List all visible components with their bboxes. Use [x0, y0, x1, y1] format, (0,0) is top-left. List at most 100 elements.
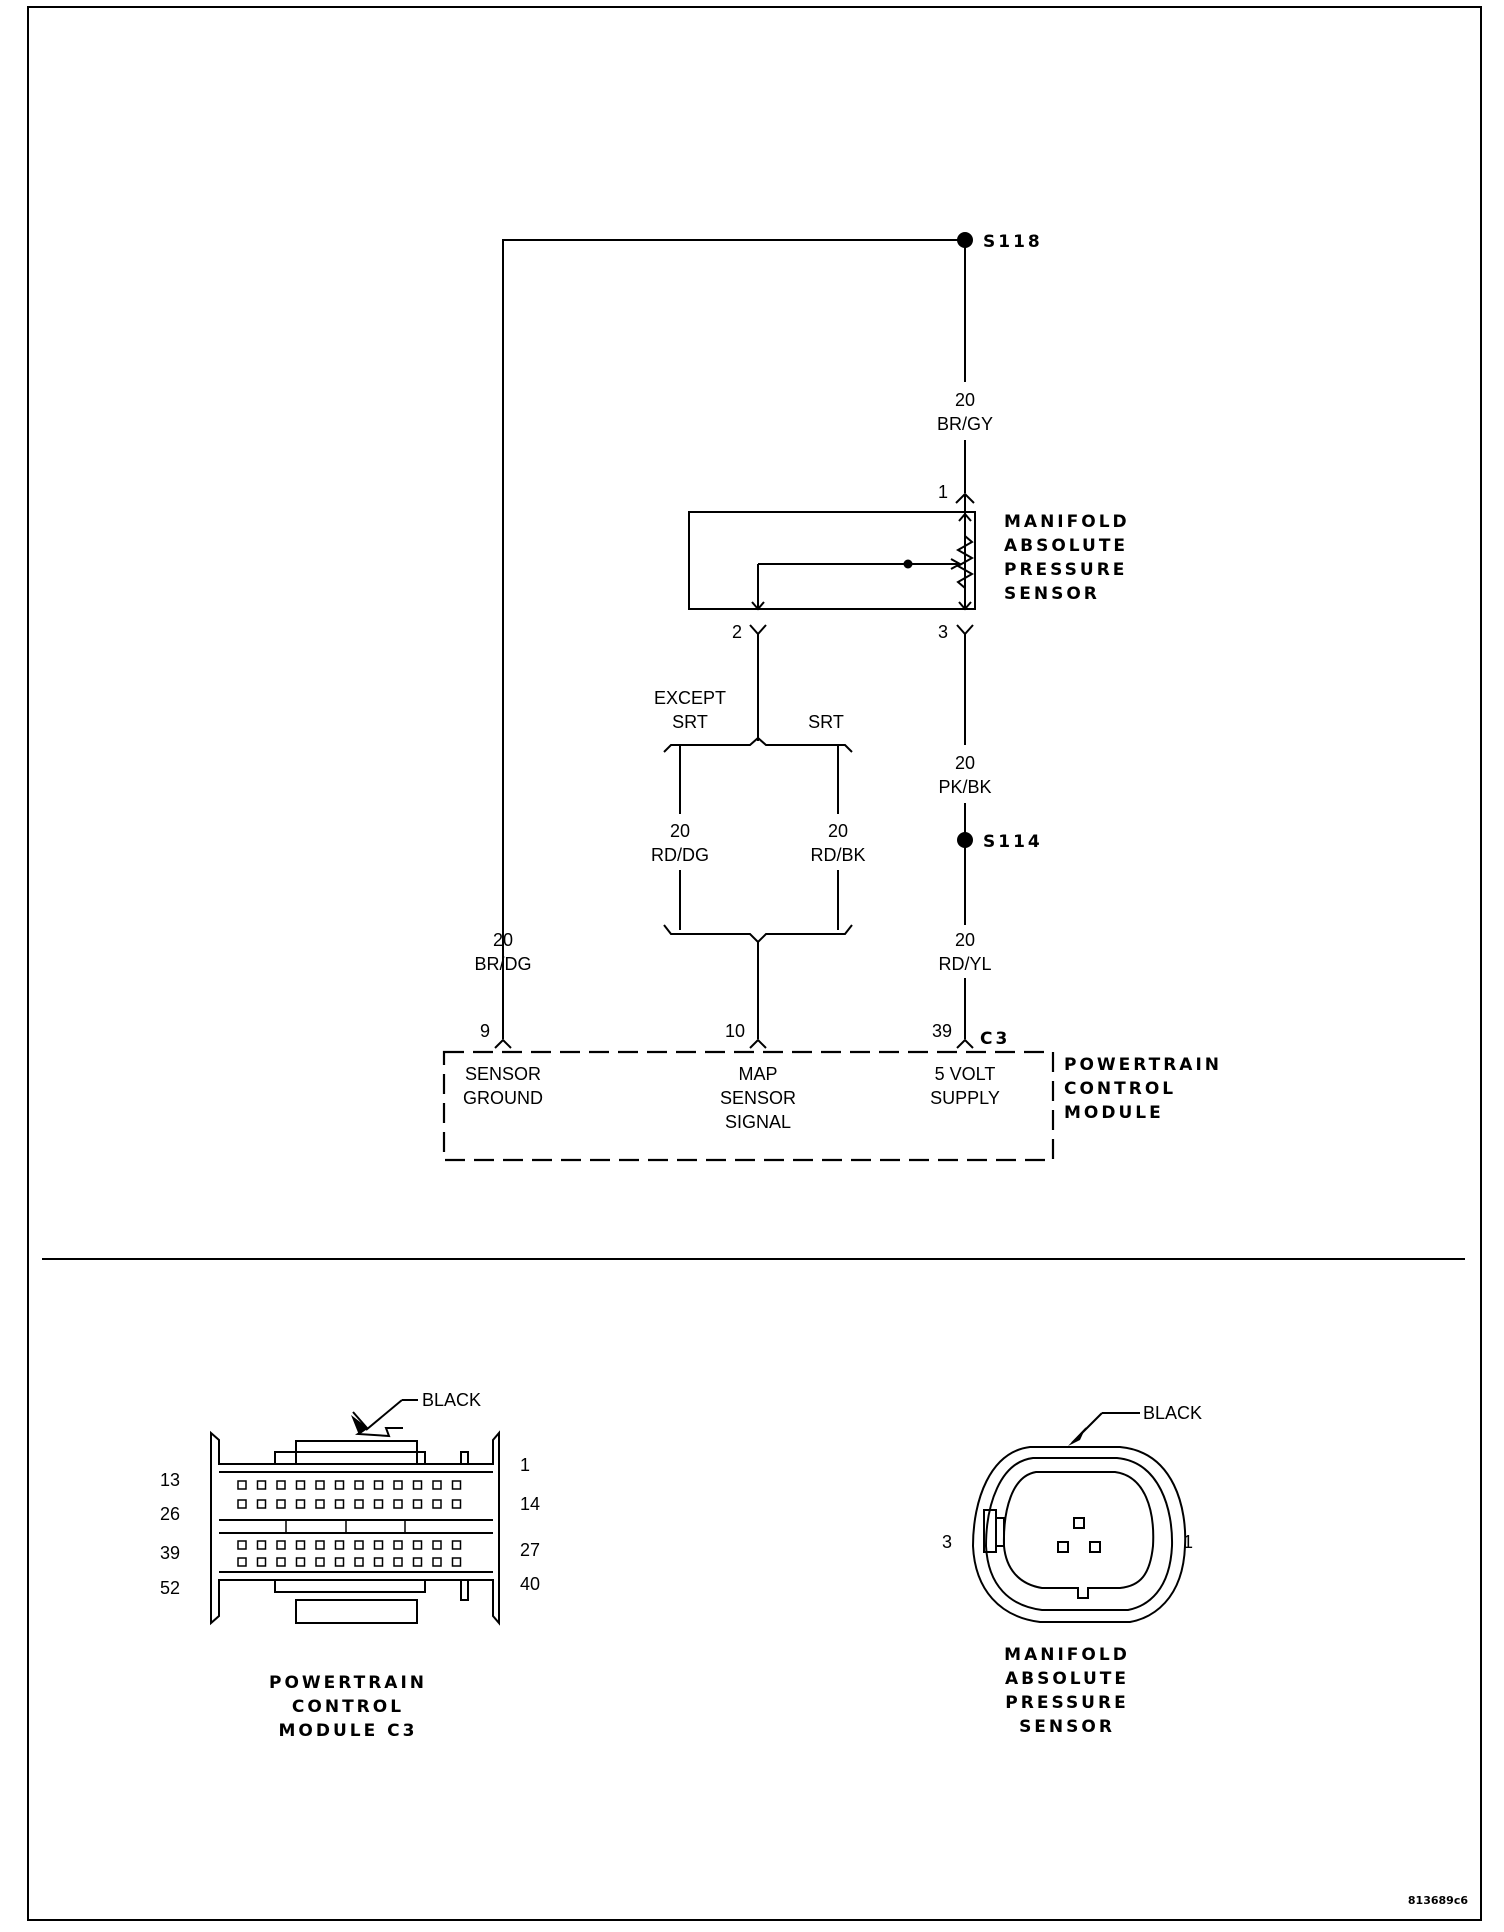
pcm-title-1: POWERTRAIN	[1064, 1055, 1222, 1075]
pcm-c3-pin-cavity	[256, 1499, 267, 1509]
pcm-c3-pin-cavity	[393, 1540, 403, 1550]
pcm-c3-pin-cavity	[315, 1480, 325, 1490]
pcm-c3-pin-cavity	[354, 1480, 364, 1490]
pcm-c3-pin-cavity	[256, 1480, 267, 1490]
wire-except-srt-gauge: 20	[670, 821, 690, 841]
wire-s114-pcm-color: RD/YL	[938, 954, 991, 974]
map-conn-pointer-head	[1068, 1427, 1086, 1446]
map-conn-outer-shell	[971, 1446, 1187, 1623]
pcm-c3-pin-cavity	[237, 1540, 247, 1550]
map-conn-pin-label-1: 1	[1183, 1532, 1193, 1552]
variant-bracket-top	[663, 736, 853, 753]
pcm-c3-pin-cavity	[315, 1499, 325, 1509]
pcm-signal-line1: MAP	[738, 1064, 777, 1084]
pcm-c3-pin-cavity	[334, 1499, 345, 1509]
pcm-c3-title-3: MODULE C3	[279, 1721, 418, 1741]
pcm-pin-39: 39	[932, 1021, 952, 1041]
pcm-signal-line3: SIGNAL	[725, 1112, 791, 1132]
pcm-c3-pin-cavity	[334, 1540, 345, 1550]
pcm-c3-pin-cavity	[256, 1557, 267, 1567]
sensor-arrow-top	[958, 512, 972, 522]
pcm-c3-top-latch-base	[274, 1451, 426, 1465]
page-frame	[27, 6, 1482, 1921]
pcm-c3-pin-cavity	[354, 1557, 364, 1567]
pcm-c3-pin-13: 13	[160, 1470, 180, 1490]
map-conn-title-1: MANIFOLD	[1004, 1645, 1130, 1665]
pcm-c3-pin-cavity	[393, 1557, 403, 1567]
map-sensor-title-1: MANIFOLD	[1004, 512, 1130, 532]
map-sensor-title-4: SENSOR	[1004, 584, 1100, 604]
pcm-c3-pin-26: 26	[160, 1504, 180, 1524]
pcm-c3-pin-cavity	[451, 1540, 462, 1550]
splice-s114-label: S114	[983, 832, 1043, 852]
map-conn-latch-inner	[995, 1517, 1005, 1547]
pcm-c3-pin-cavity	[451, 1499, 462, 1509]
pcm-c3-pin-cavity	[432, 1499, 442, 1509]
pcm-c3-bottom-latch-base	[274, 1579, 426, 1593]
pcm-c3-pin-cavity	[451, 1480, 462, 1490]
pcm-c3-pin-cavity	[237, 1557, 247, 1567]
pcm-c3-pin-cavity	[373, 1540, 384, 1550]
pcm-title-2: CONTROL	[1064, 1079, 1176, 1099]
map-pin-3: 3	[938, 622, 948, 642]
wire-s118-sensor-color: BR/GY	[937, 414, 993, 434]
map-conn-inner-shell	[984, 1457, 1174, 1611]
pcm-c3-pin-cavity	[276, 1540, 286, 1550]
pcm-c3-key-top	[460, 1451, 469, 1465]
wiper-dot	[903, 559, 913, 569]
pin3-connector-symbol	[956, 624, 974, 636]
pcm-c3-pin-cavity	[295, 1480, 306, 1490]
pcm-c3-pin-39: 39	[160, 1543, 180, 1563]
wiper-arrow	[950, 558, 963, 570]
pcm-c3-pin-cavity	[276, 1480, 286, 1490]
pcm-pin-9: 9	[480, 1021, 490, 1041]
pcm-signal-line2: SENSOR	[720, 1088, 796, 1108]
map-pin-1: 1	[938, 482, 948, 502]
wire-s114-pcm-gauge: 20	[955, 930, 975, 950]
pcm-c3-pin-cavity	[315, 1557, 325, 1567]
splice-s118-label: S118	[983, 232, 1043, 252]
pcm-c3-pointer-head	[351, 1415, 368, 1435]
pcm-c3-key-bottom	[460, 1579, 469, 1601]
wire-ground-gauge: 20	[493, 930, 513, 950]
pcm-pin-10: 10	[725, 1021, 745, 1041]
wire-ground-color: BR/DG	[474, 954, 531, 974]
pcm-c3-pointer-arrow	[352, 1411, 403, 1438]
pcm-c3-pin-cavity	[237, 1499, 247, 1509]
pcm-pin10-symbol	[749, 1038, 767, 1049]
pcm-c3-pin-cavity	[373, 1499, 384, 1509]
wire-srt-color: RD/BK	[810, 845, 865, 865]
variant-bracket-bottom	[663, 924, 853, 944]
wire-sensor-s114-gauge: 20	[955, 753, 975, 773]
pcm-box	[442, 1050, 1055, 1162]
wire-except-srt-color: RD/DG	[651, 845, 709, 865]
pcm-ground-line1: SENSOR	[465, 1064, 541, 1084]
pcm-c3-title-2: CONTROL	[292, 1697, 404, 1717]
resistor-symbol	[955, 535, 975, 589]
pcm-c3-pin-cavity	[237, 1480, 247, 1490]
sensor-arrow-bottom	[958, 601, 972, 611]
pcm-c3-title-1: POWERTRAIN	[269, 1673, 427, 1693]
pcm-c3-pin-cavity	[295, 1499, 306, 1509]
ground-wire	[502, 239, 965, 1039]
map-conn-pin-3	[1057, 1541, 1069, 1553]
pcm-ground-line2: GROUND	[463, 1088, 543, 1108]
map-conn-title-3: PRESSURE	[1005, 1693, 1128, 1713]
pcm-c3-pin-grid	[237, 1480, 462, 1567]
map-conn-color-label: BLACK	[1143, 1403, 1202, 1423]
pcm-title-3: MODULE	[1064, 1103, 1164, 1123]
pcm-c3-pin-cavity	[315, 1540, 325, 1550]
wire-s118-sensor-gauge: 20	[955, 390, 975, 410]
sensor-output-arrow	[751, 601, 765, 611]
pcm-c3-pin-cavity	[276, 1557, 286, 1567]
pcm-c3-pin-1: 1	[520, 1455, 530, 1475]
pcm-c3-pin-cavity	[432, 1480, 442, 1490]
map-conn-pointer-leader	[1071, 1412, 1103, 1444]
variant-except-line2: SRT	[672, 712, 708, 732]
map-sensor-box	[688, 511, 976, 610]
map-conn-title-2: ABSOLUTE	[1005, 1669, 1129, 1689]
map-conn-pin-1	[1089, 1541, 1101, 1553]
pcm-c3-pin-52: 52	[160, 1578, 180, 1598]
variant-except-line1: EXCEPT	[654, 688, 726, 708]
